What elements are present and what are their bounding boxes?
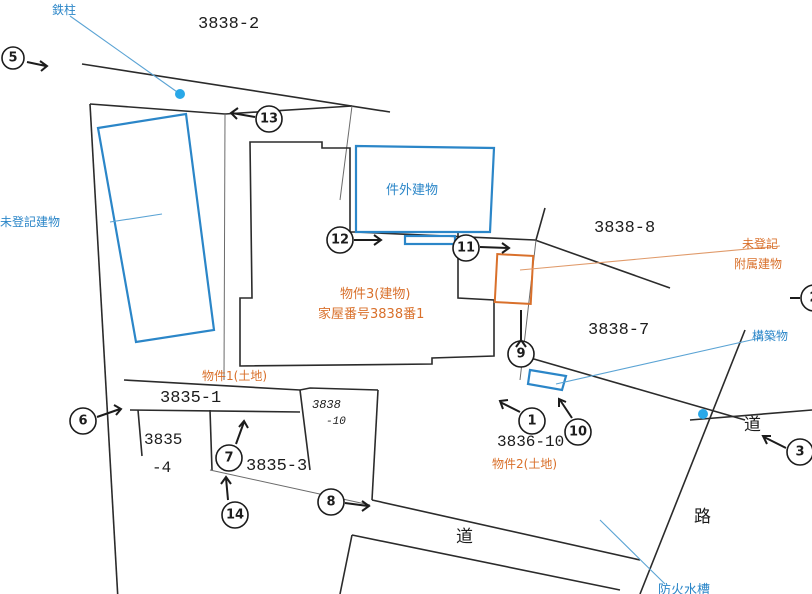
lot-3838-7: 3838-7 bbox=[588, 321, 649, 340]
marker-6: 6 bbox=[69, 404, 123, 435]
svg-text:6: 6 bbox=[78, 414, 87, 429]
structure bbox=[526, 368, 568, 392]
svg-text:8: 8 bbox=[326, 495, 335, 510]
svg-text:11: 11 bbox=[457, 241, 475, 256]
lot-3835-4-bottom: -4 bbox=[152, 459, 171, 477]
boundary-lines bbox=[81, 63, 812, 594]
svg-text:14: 14 bbox=[226, 508, 244, 523]
label-property2: 物件2(土地) bbox=[492, 457, 557, 471]
utility-dot bbox=[698, 409, 708, 419]
marker-11: 11 bbox=[452, 234, 511, 262]
svg-text:5: 5 bbox=[8, 51, 17, 66]
svg-text:9: 9 bbox=[516, 347, 525, 362]
svg-text:10: 10 bbox=[569, 425, 587, 440]
marker-3: 3 bbox=[761, 435, 812, 466]
label-road-2: 路 bbox=[694, 507, 711, 527]
marker-12: 12 bbox=[326, 226, 383, 254]
lot-3838-small-bottom: -10 bbox=[326, 416, 346, 428]
label-property3-line2: 家屋番号3838番1 bbox=[318, 306, 424, 322]
unregistered-building bbox=[96, 112, 216, 344]
label-annex-line1: 未登記 bbox=[742, 236, 778, 251]
svg-text:7: 7 bbox=[224, 451, 233, 466]
marker-9: 9 bbox=[507, 310, 535, 368]
label-structure: 構築物 bbox=[752, 328, 788, 343]
leader-structure bbox=[555, 337, 761, 385]
marker-14: 14 bbox=[220, 475, 249, 529]
leader-unregistered-building bbox=[109, 213, 163, 223]
outside-building bbox=[354, 144, 496, 234]
lot-3838-8: 3838-8 bbox=[594, 219, 655, 238]
svg-text:3: 3 bbox=[795, 445, 804, 460]
marker-2-partial: 2 bbox=[790, 284, 812, 312]
label-property3-line1: 物件3(建物) bbox=[340, 287, 410, 302]
leader-annex bbox=[519, 245, 781, 271]
svg-text:2: 2 bbox=[809, 291, 812, 306]
iron-pole-dot bbox=[175, 89, 185, 99]
label-road-1: 道 bbox=[456, 527, 473, 547]
marker-10: 10 bbox=[558, 397, 592, 446]
lot-3836: 3836-10 bbox=[497, 433, 564, 451]
label-water-tank-partial: 防火水槽 bbox=[658, 582, 710, 594]
marker-5: 5 bbox=[1, 46, 49, 72]
marker-7: 7 bbox=[215, 419, 249, 472]
small-blue-rect bbox=[403, 234, 457, 246]
label-property1: 物件1(土地) bbox=[202, 369, 267, 383]
svg-text:12: 12 bbox=[331, 233, 349, 248]
lot-3835-4-top: 3835 bbox=[144, 431, 182, 449]
leader-iron-pole bbox=[69, 15, 181, 95]
lot-3838-2: 3838-2 bbox=[198, 15, 259, 34]
label-outside-building: 件外建物 bbox=[386, 183, 438, 198]
svg-text:13: 13 bbox=[260, 112, 278, 127]
marker-8: 8 bbox=[317, 488, 371, 516]
leader-water-tank bbox=[599, 519, 666, 585]
lot-3838-small-top: 3838 bbox=[312, 398, 341, 412]
unregistered-annex bbox=[493, 253, 535, 305]
label-road-3: 道 bbox=[744, 415, 761, 435]
marker-1: 1 bbox=[498, 399, 546, 435]
lot-3835-3: 3835-3 bbox=[246, 457, 307, 476]
lot-3835-1: 3835-1 bbox=[160, 389, 221, 408]
svg-text:1: 1 bbox=[527, 414, 536, 429]
label-annex-line2: 附属建物 bbox=[734, 257, 782, 271]
label-iron-pole: 鉄柱 bbox=[52, 2, 76, 17]
marker-13: 13 bbox=[229, 105, 283, 133]
label-unregistered-building: 未登記建物 bbox=[0, 214, 60, 229]
